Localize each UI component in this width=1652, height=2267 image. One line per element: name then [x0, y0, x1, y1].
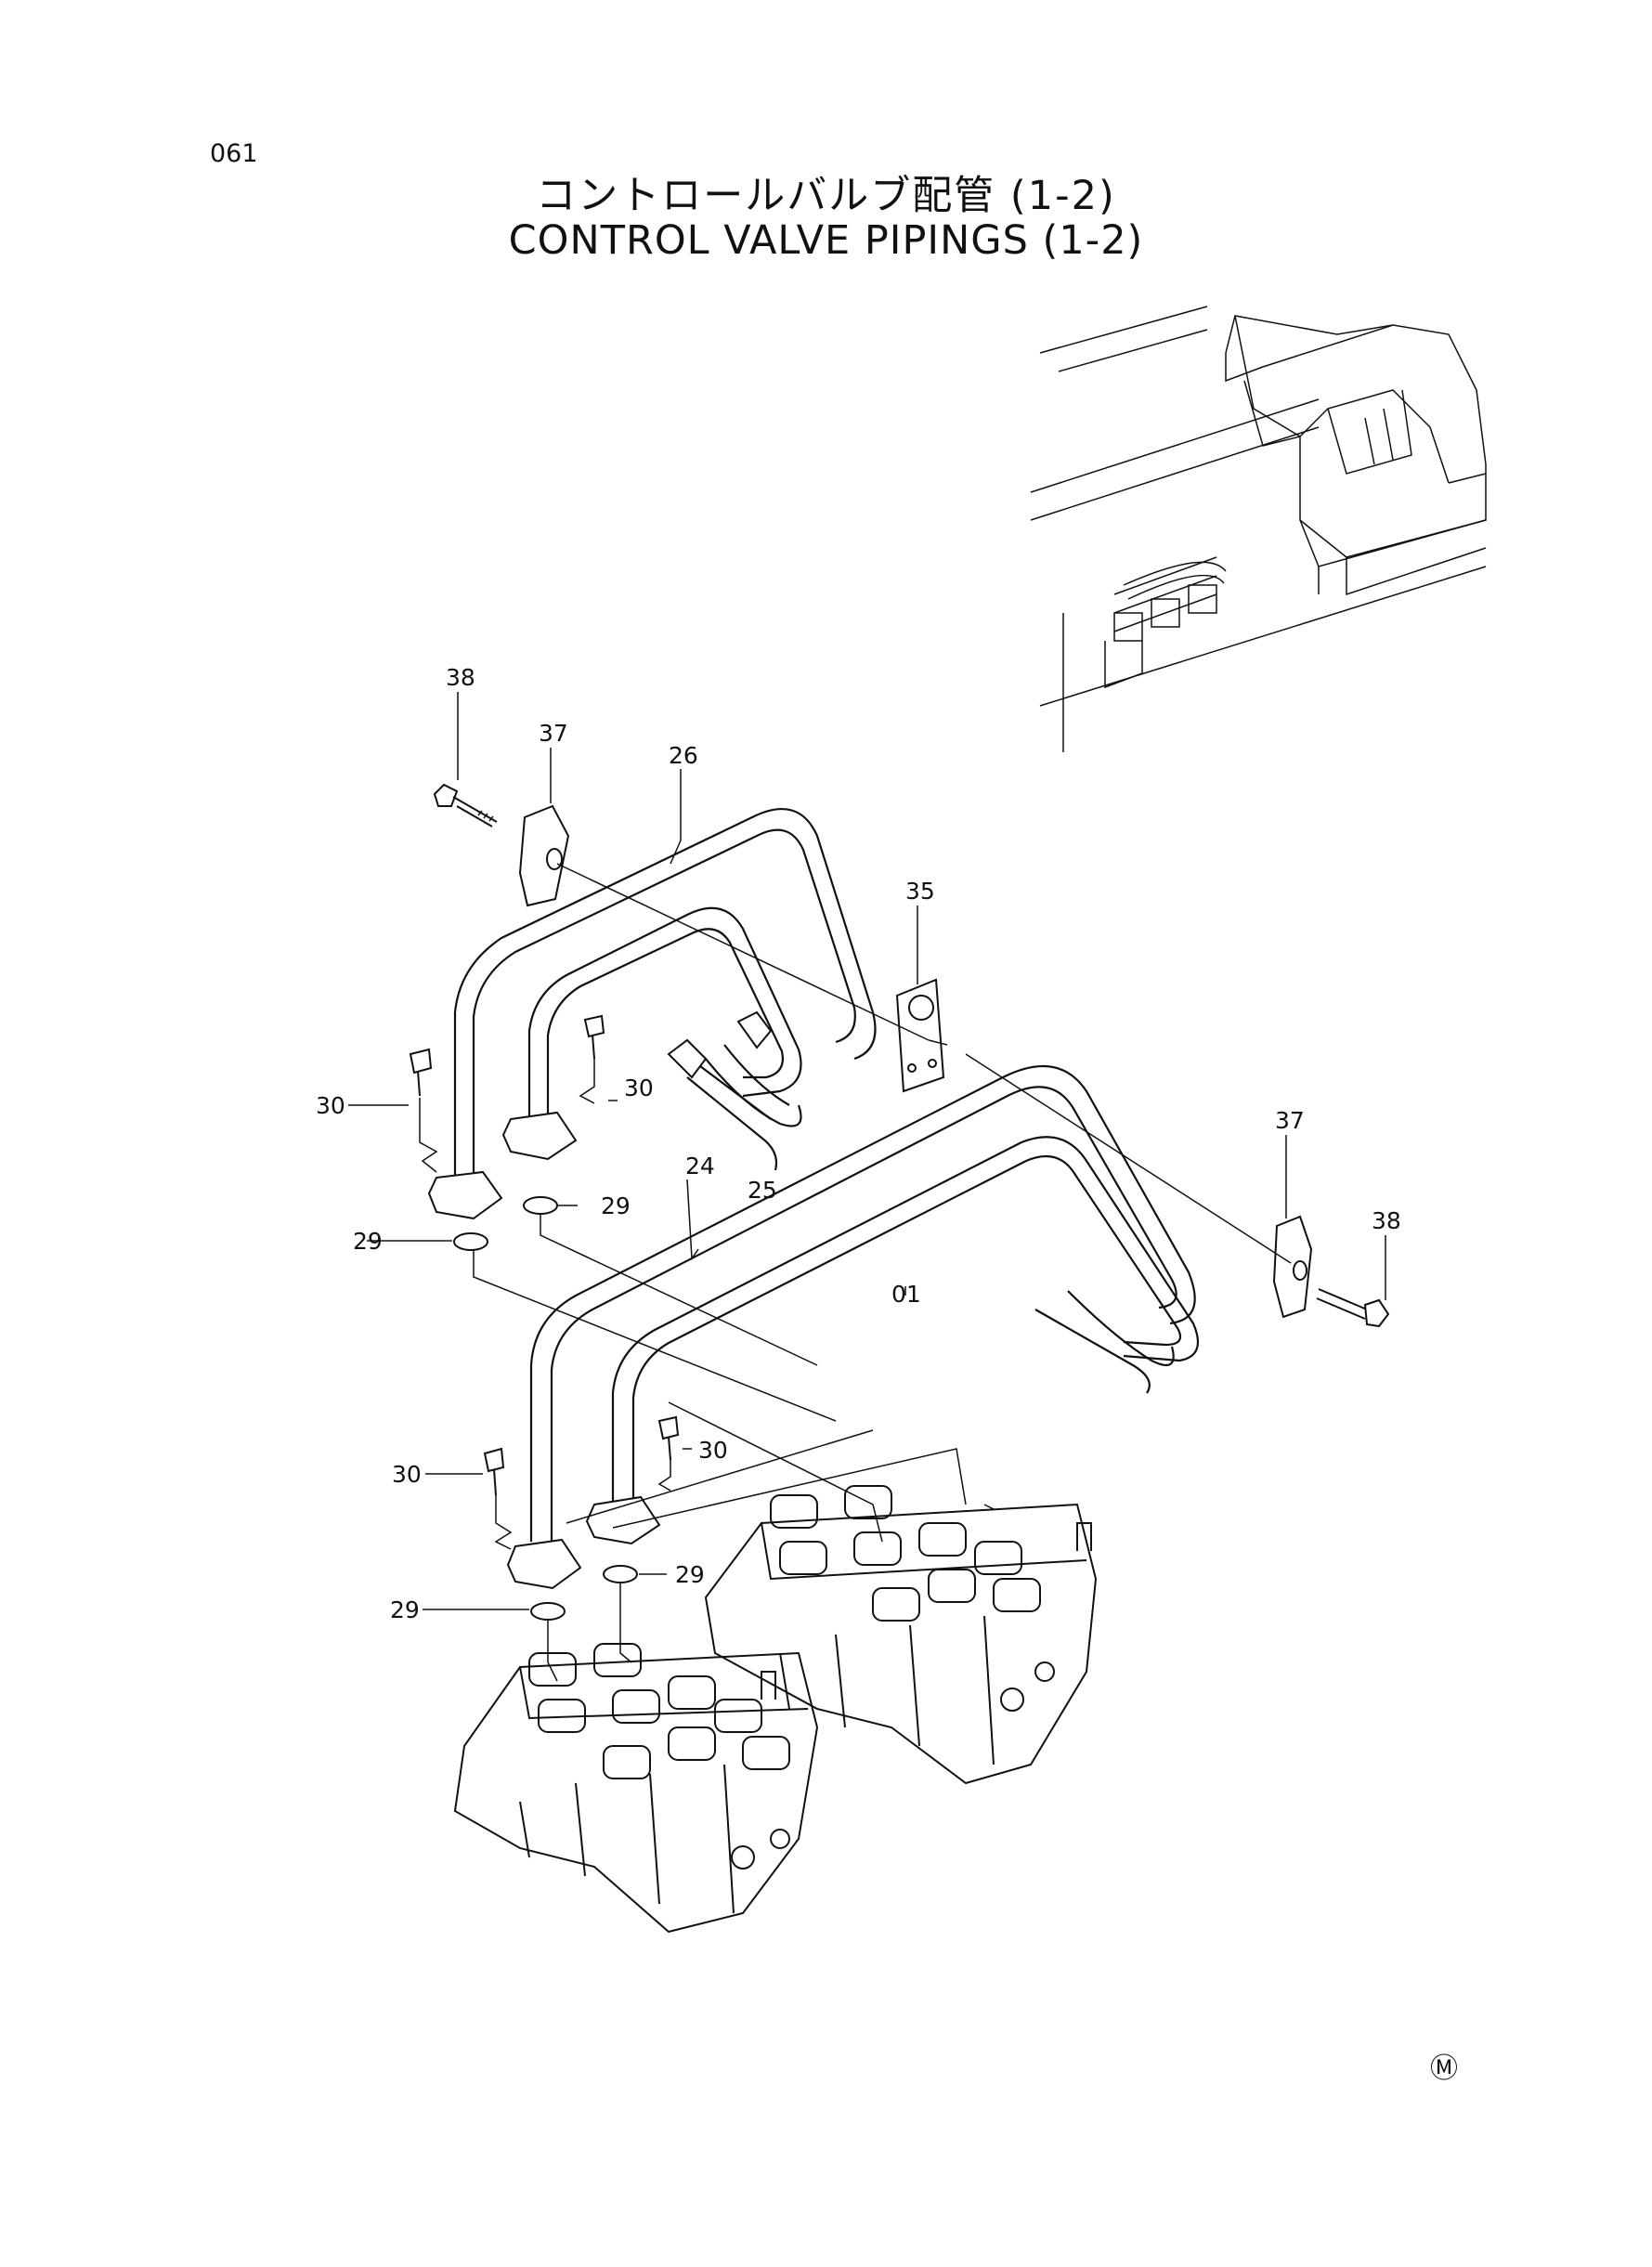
callout-24: 24 — [685, 1153, 715, 1179]
callout-29-upper-left: 29 — [353, 1228, 383, 1255]
control-valve-left — [453, 1643, 819, 1934]
callout-30-upper-left: 30 — [316, 1092, 345, 1119]
callout-30-lower-right: 30 — [698, 1437, 728, 1464]
leader-lines — [348, 692, 1386, 1682]
callout-25: 25 — [748, 1177, 777, 1204]
callout-37-right: 37 — [1275, 1107, 1305, 1134]
machine-overview-illustration — [1030, 306, 1487, 752]
callout-29-lower-left: 29 — [390, 1596, 420, 1623]
callout-30-lower-left: 30 — [392, 1461, 422, 1488]
callout-35: 35 — [905, 878, 935, 905]
control-valve-right — [704, 1485, 1098, 1785]
callout-30-upper-right: 30 — [624, 1075, 654, 1101]
title-japanese: コントロールバルブ配管 (1-2) — [536, 173, 1116, 219]
callout-37-upper: 37 — [539, 720, 568, 747]
pipe-24-01-assembly — [529, 1064, 1200, 1544]
pipe-26-assembly — [453, 808, 877, 1179]
title-english: CONTROL VALVE PIPINGS (1-2) — [508, 217, 1144, 264]
hardware — [409, 783, 1390, 1621]
callout-38-right: 38 — [1372, 1207, 1401, 1234]
callout-29-upper-right: 29 — [601, 1192, 631, 1219]
manufacturer-mark: Ⓜ — [1430, 2052, 1458, 2085]
callout-29-lower-right: 29 — [675, 1561, 705, 1588]
page-number: 061 — [210, 139, 258, 168]
callout-01: 01 — [891, 1281, 921, 1308]
callout-38-upper: 38 — [446, 664, 475, 691]
callout-26: 26 — [669, 742, 698, 769]
